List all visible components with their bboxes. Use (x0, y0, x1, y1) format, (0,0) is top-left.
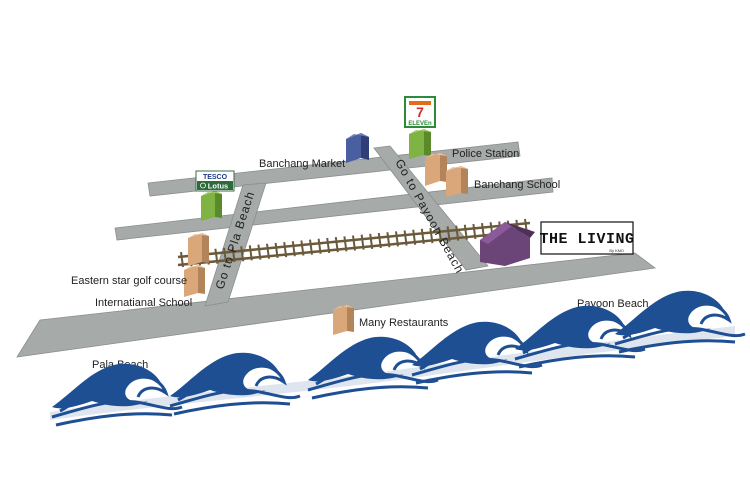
rail-tie (317, 238, 322, 254)
rail-tie (240, 246, 245, 262)
the-living-logo: THE LIVING By KMD (539, 221, 634, 255)
rail-tie (395, 231, 399, 247)
rail-tie (386, 232, 391, 248)
tesco-lotus-building (201, 191, 222, 221)
rail-tie (283, 241, 288, 258)
banchang-school-building (446, 166, 468, 197)
rail-tie (472, 223, 477, 240)
rail-tie (360, 234, 365, 250)
label-many-restaurants: Many Restaurants (359, 317, 449, 329)
sea-waves (50, 289, 747, 427)
banchang-market-building (346, 133, 369, 163)
seven-eleven-number: 7 (416, 104, 424, 120)
rail-tie (429, 227, 434, 244)
rail-tie (223, 247, 227, 264)
label-international-school: Internatianal School (95, 297, 192, 309)
lotus-text: Lotus (208, 182, 228, 191)
label-police-station: Police Station (452, 148, 519, 160)
road-pla-beach (204, 182, 267, 307)
golf-course-building (188, 233, 209, 266)
rail-tie (248, 245, 253, 261)
international-school-building (184, 265, 205, 297)
label-eastern-star-golf: Eastern star golf course (71, 275, 187, 287)
police-station-building (425, 153, 447, 186)
the-living-house (480, 222, 535, 266)
rail-tie (343, 236, 348, 252)
rail-tie (455, 225, 460, 241)
road-bottom (16, 252, 657, 358)
the-living-subtitle: By KMD (609, 248, 624, 253)
seven-eleven-building (409, 129, 431, 159)
rail-tie (274, 242, 279, 259)
rail-tie (291, 241, 296, 257)
rail-tie (446, 226, 451, 242)
tesco-lotus-logo: TESCO Lotus (195, 170, 235, 192)
rail-tie (180, 251, 184, 268)
rail-tie (231, 246, 236, 263)
rail-tie (463, 224, 468, 240)
rail-tie (412, 229, 417, 245)
sea-band (50, 326, 735, 420)
the-living-title: THE LIVING (539, 231, 634, 248)
rail-tie (377, 232, 382, 249)
tesco-text: TESCO (203, 174, 228, 181)
label-banchang-market: Banchang Market (259, 158, 345, 170)
rail-tie (309, 239, 313, 255)
label-banchang-school: Banchang School (474, 179, 560, 191)
road-middle (114, 177, 554, 241)
rail-tie (257, 244, 262, 260)
rail-tie (420, 228, 425, 245)
rail-tie (300, 240, 305, 256)
rail-tie (352, 235, 356, 251)
rail-tie (214, 248, 219, 264)
rail-tie (326, 237, 331, 254)
rail-tie (481, 222, 485, 239)
seven-eleven-logo: 7 ELEVEn (404, 96, 436, 128)
rail-tie (403, 230, 408, 246)
rail-tie (334, 237, 339, 253)
rail-tie (369, 233, 374, 249)
buildings (184, 129, 535, 335)
rail-tie (266, 243, 270, 259)
rail-tie (438, 227, 442, 243)
seven-eleven-text: ELEVEn (408, 121, 432, 127)
restaurants-building (333, 305, 354, 335)
